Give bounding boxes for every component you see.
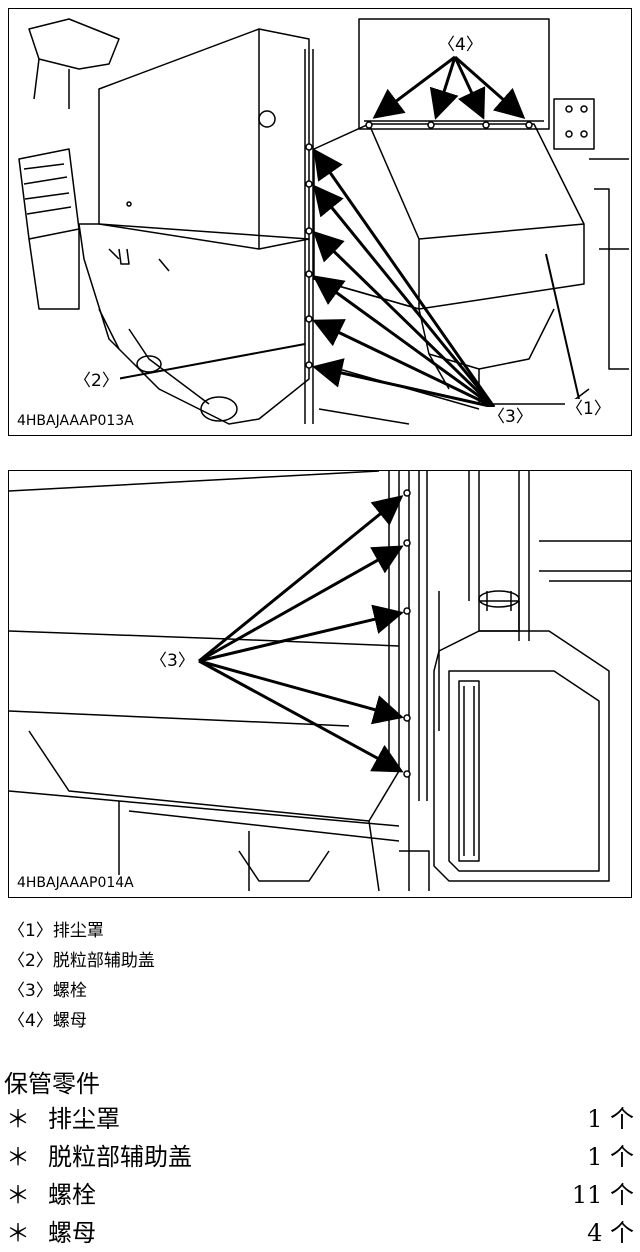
part-quantity: 1 个 <box>587 1105 634 1133</box>
part-quantity: 4 个 <box>587 1219 634 1247</box>
legend-label: 脱粒部辅助盖 <box>52 951 155 971</box>
list-item: ＊ 排尘罩 1 个 <box>4 1100 636 1138</box>
callout-3: 〈3〉 <box>487 407 534 427</box>
list-item: ＊ 脱粒部辅助盖 1 个 <box>4 1138 636 1176</box>
legend-item: 〈3〉螺栓 <box>8 976 155 1006</box>
legend-label: 排尘罩 <box>52 921 104 941</box>
part-quantity: 1 个 <box>587 1143 634 1171</box>
stored-parts-list: ＊ 排尘罩 1 个 ＊ 脱粒部辅助盖 1 个 ＊ 螺栓 11 个 ＊ 螺母 4 … <box>4 1100 636 1252</box>
callout-1: 〈1〉 <box>565 399 612 419</box>
part-name: 螺母 <box>48 1219 96 1247</box>
list-item: ＊ 螺母 4 个 <box>4 1214 636 1252</box>
machine-drawing-2 <box>9 471 631 892</box>
legend-num: 〈2〉 <box>8 951 53 971</box>
legend-item: 〈4〉螺母 <box>8 1006 155 1036</box>
figure-1: 〈4〉 〈3〉 〈1〉 〈2〉 4HBAJAAAP013A <box>8 8 632 436</box>
bullet-icon: ＊ <box>6 1143 30 1171</box>
callout-2: 〈2〉 <box>73 371 120 391</box>
part-name: 排尘罩 <box>48 1105 120 1133</box>
legend-label: 螺母 <box>52 1011 87 1031</box>
legend-num: 〈3〉 <box>8 981 53 1001</box>
bullet-icon: ＊ <box>6 1219 30 1247</box>
list-item: ＊ 螺栓 11 个 <box>4 1176 636 1214</box>
part-name: 螺栓 <box>48 1181 96 1209</box>
bullet-icon: ＊ <box>6 1105 30 1133</box>
legend-num: 〈1〉 <box>8 921 53 941</box>
legend-item: 〈2〉脱粒部辅助盖 <box>8 946 155 976</box>
part-name: 脱粒部辅助盖 <box>48 1143 192 1171</box>
machine-drawing-1 <box>18 18 629 425</box>
part-quantity: 11 个 <box>571 1181 634 1209</box>
bullet-icon: ＊ <box>6 1181 30 1209</box>
figure-code: 4HBAJAAAP013A <box>15 413 136 429</box>
legend-label: 螺栓 <box>52 981 87 1001</box>
legend-item: 〈1〉排尘罩 <box>8 916 155 946</box>
figure-2: 〈3〉 4HBAJAAAP014A <box>8 470 632 898</box>
figure-code: 4HBAJAAAP014A <box>15 875 136 891</box>
legend: 〈1〉排尘罩 〈2〉脱粒部辅助盖 〈3〉螺栓 〈4〉螺母 <box>8 916 155 1036</box>
callout-3: 〈3〉 <box>149 651 196 671</box>
stored-parts-title: 保管零件 <box>4 1070 100 1098</box>
callout-4: 〈4〉 <box>437 35 484 55</box>
legend-num: 〈4〉 <box>8 1011 53 1031</box>
